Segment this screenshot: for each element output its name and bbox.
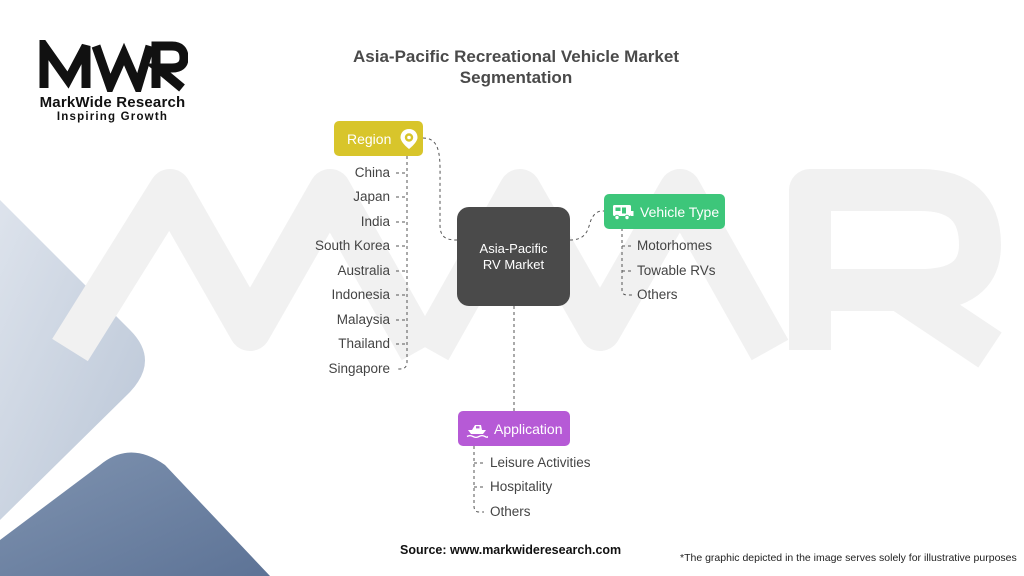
category-vehicle-type: Vehicle Type xyxy=(604,194,725,229)
disclaimer-note: *The graphic depicted in the image serve… xyxy=(680,552,1017,564)
category-region-label: Region xyxy=(347,130,392,147)
region-item: Thailand xyxy=(338,336,390,351)
boat-icon xyxy=(466,420,488,438)
region-item: South Korea xyxy=(314,238,390,253)
application-item: Others xyxy=(490,504,531,519)
category-vehicle-type-label: Vehicle Type xyxy=(640,203,720,220)
category-application-label: Application xyxy=(494,420,563,437)
location-gear-icon xyxy=(399,128,419,150)
markwide-logo: MarkWide Research Inspiring Growth xyxy=(30,40,195,123)
title-line-1: Asia-Pacific Recreational Vehicle Market xyxy=(353,47,679,66)
region-item: Japan xyxy=(353,189,390,204)
category-region: Region xyxy=(334,121,423,156)
center-node: Asia-Pacific RV Market xyxy=(457,207,570,306)
logo-name: MarkWide Research xyxy=(39,94,186,111)
vehicle-type-item: Motorhomes xyxy=(637,238,713,253)
category-application: Application xyxy=(458,411,570,446)
region-item: Indonesia xyxy=(331,287,390,302)
region-item: Australia xyxy=(337,263,390,278)
region-item: Singapore xyxy=(328,361,390,376)
page-title: Asia-Pacific Recreational Vehicle Market… xyxy=(330,46,702,88)
region-item: Malaysia xyxy=(336,312,390,327)
title-line-2: Segmentation xyxy=(459,68,573,87)
mwr-logo-mark-icon xyxy=(39,40,188,92)
center-label-line-2: RV Market xyxy=(482,256,545,272)
region-item: China xyxy=(354,165,390,180)
vehicle-type-item: Others xyxy=(637,287,678,302)
application-item: Hospitality xyxy=(490,479,553,494)
logo-tagline: Inspiring Growth xyxy=(56,111,169,123)
rv-icon xyxy=(612,203,634,221)
vehicle-type-item: Towable RVs xyxy=(637,263,716,278)
region-item: India xyxy=(360,214,390,229)
source-text: Source: www.markwideresearch.com xyxy=(400,543,622,557)
center-label-line-1: Asia-Pacific xyxy=(479,240,548,256)
application-item: Leisure Activities xyxy=(490,455,591,470)
